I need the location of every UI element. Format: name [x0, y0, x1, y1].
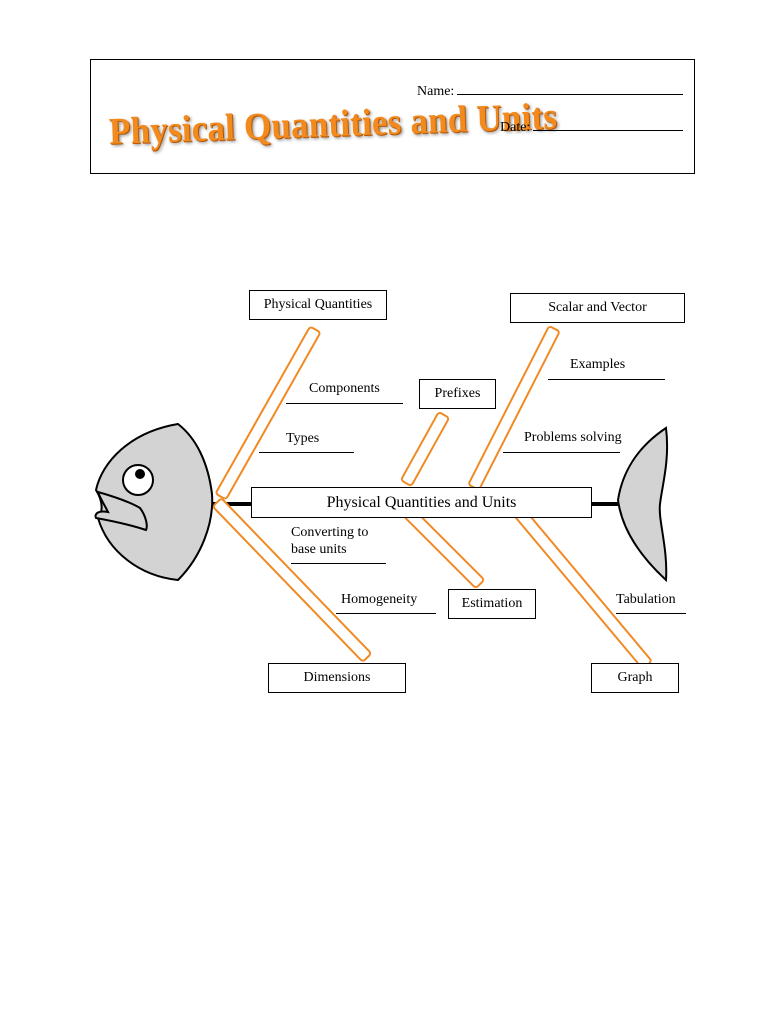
sub-types: Types: [286, 431, 320, 446]
sub-line-tabulation: [616, 613, 686, 614]
sub-line-homogeneity: [336, 613, 436, 614]
bone-physical-quantities: [215, 326, 321, 500]
sub-line-examples: [548, 379, 665, 380]
fish-tail-icon: [616, 426, 669, 583]
sub-tabulation: Tabulation: [616, 592, 676, 607]
name-blank[interactable]: [457, 82, 684, 95]
sub-problems-solving: Problems solving: [524, 430, 622, 445]
header-box: Physical Quantities and Units Name: Date…: [90, 59, 695, 174]
date-field: Date:: [500, 118, 684, 136]
central-topic-box: Physical Quantities and Units: [251, 487, 592, 518]
name-field: Name:: [417, 82, 684, 100]
sub-converting: Converting to base units: [291, 525, 369, 557]
fish-mouth-icon: [94, 490, 148, 532]
date-label: Date:: [500, 120, 531, 135]
box-prefixes: Prefixes: [419, 379, 496, 409]
sub-line-components: [286, 403, 403, 404]
box-graph: Graph: [591, 663, 679, 693]
box-dimensions: Dimensions: [268, 663, 406, 693]
fish-head-icon: [94, 422, 214, 582]
date-blank[interactable]: [533, 118, 684, 131]
sub-line-problems-solving: [503, 452, 620, 453]
bone-dimensions: [212, 498, 372, 662]
sub-line-types: [259, 452, 354, 453]
box-estimation: Estimation: [448, 589, 536, 619]
sub-examples: Examples: [570, 357, 626, 372]
sub-line-converting: [291, 563, 386, 564]
bone-estimation: [403, 507, 485, 589]
fish-eye-icon: [122, 464, 154, 496]
box-physical-quantities: Physical Quantities: [249, 290, 387, 320]
bone-prefixes: [400, 412, 450, 486]
name-label: Name:: [417, 84, 455, 99]
sub-homogeneity: Homogeneity: [341, 592, 418, 607]
box-scalar-vector: Scalar and Vector: [510, 293, 685, 323]
sub-components: Components: [309, 381, 380, 396]
